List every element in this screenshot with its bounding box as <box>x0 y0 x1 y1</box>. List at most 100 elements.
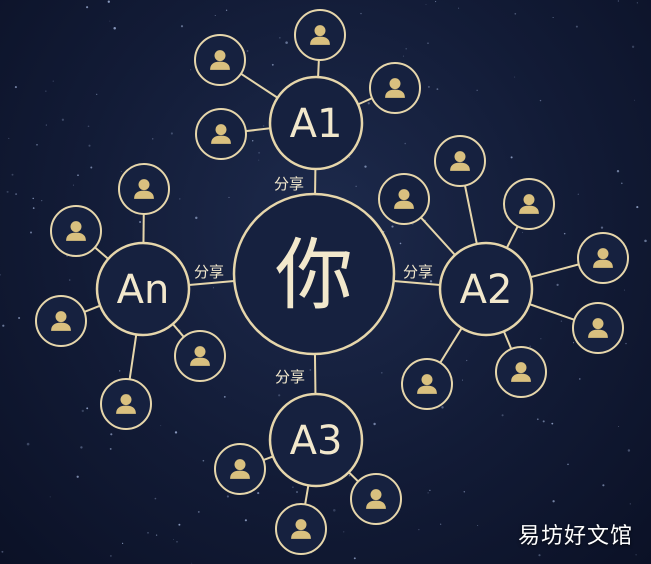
star <box>88 144 91 147</box>
star <box>32 197 34 200</box>
edge-an-leaf <box>83 304 101 313</box>
star <box>147 532 149 534</box>
edge-a1-leaf <box>357 97 373 106</box>
share-label-a2: 分享 <box>403 263 433 281</box>
star <box>404 142 407 145</box>
star <box>572 342 575 344</box>
star <box>29 231 33 234</box>
star <box>244 519 247 522</box>
star <box>343 531 345 533</box>
star <box>399 242 402 245</box>
star <box>214 15 216 16</box>
star <box>110 433 113 436</box>
star <box>353 557 356 560</box>
star <box>540 338 542 340</box>
star <box>367 102 370 105</box>
star <box>617 0 620 2</box>
star <box>80 446 83 449</box>
star <box>120 171 122 172</box>
center-node <box>232 192 396 356</box>
star <box>440 523 442 525</box>
star <box>405 47 407 50</box>
star <box>539 99 542 102</box>
star <box>296 491 298 493</box>
star <box>538 554 541 557</box>
star <box>15 193 18 196</box>
star <box>621 182 623 185</box>
star <box>427 85 430 88</box>
star <box>72 184 74 186</box>
star <box>155 534 158 536</box>
star <box>119 370 121 372</box>
star <box>1 550 4 553</box>
star <box>96 93 98 96</box>
hub-label-a3: A3 <box>290 418 343 464</box>
star <box>258 159 260 161</box>
edge-a3-leaf <box>304 485 310 505</box>
star <box>52 80 54 82</box>
star <box>225 9 228 11</box>
star <box>223 396 226 398</box>
star <box>462 379 463 381</box>
center-label: 你 <box>275 231 353 321</box>
edge-center-an <box>188 279 235 286</box>
star <box>271 63 274 66</box>
star <box>510 156 513 159</box>
star <box>635 554 637 556</box>
hub-node-a1 <box>268 75 364 171</box>
star <box>226 495 229 498</box>
star <box>49 496 51 498</box>
edge-a2-leaf <box>530 263 580 279</box>
star <box>2 324 5 327</box>
star <box>402 55 404 57</box>
star <box>90 166 93 169</box>
edge-a2-leaf <box>420 216 456 256</box>
star <box>278 394 281 397</box>
star <box>178 523 181 526</box>
star <box>36 143 38 146</box>
hub-node-a2 <box>438 241 534 337</box>
star <box>179 198 181 200</box>
star <box>429 489 431 492</box>
edge-a1-leaf <box>317 59 320 78</box>
edge-an-leaf <box>94 246 109 260</box>
star <box>86 6 89 9</box>
star <box>87 125 90 128</box>
hub-label-a2: A2 <box>460 267 513 313</box>
star <box>45 90 47 92</box>
star <box>618 426 620 427</box>
star <box>252 140 254 142</box>
star <box>151 138 154 140</box>
star <box>113 26 116 30</box>
star <box>176 541 178 543</box>
star <box>280 376 283 380</box>
star <box>109 447 112 450</box>
hub-label-an: An <box>117 267 170 313</box>
star <box>179 329 181 331</box>
star <box>191 562 193 564</box>
star <box>364 165 367 168</box>
star <box>107 0 110 3</box>
star <box>373 422 376 426</box>
star <box>551 422 554 425</box>
share-label-a3: 分享 <box>275 368 305 386</box>
star <box>77 174 79 176</box>
star <box>463 491 466 493</box>
star <box>629 503 631 505</box>
star <box>501 414 504 417</box>
star <box>552 17 554 19</box>
star <box>212 287 214 289</box>
star <box>14 86 17 89</box>
star <box>429 280 433 283</box>
star <box>514 76 516 78</box>
star <box>577 193 579 195</box>
share-label-an: 分享 <box>194 263 224 281</box>
star <box>309 369 312 371</box>
star <box>160 425 162 427</box>
star <box>427 492 429 494</box>
star <box>391 225 394 228</box>
hub-label-a1: A1 <box>290 101 343 147</box>
edge-a2-leaf <box>505 225 519 249</box>
star <box>6 190 9 193</box>
